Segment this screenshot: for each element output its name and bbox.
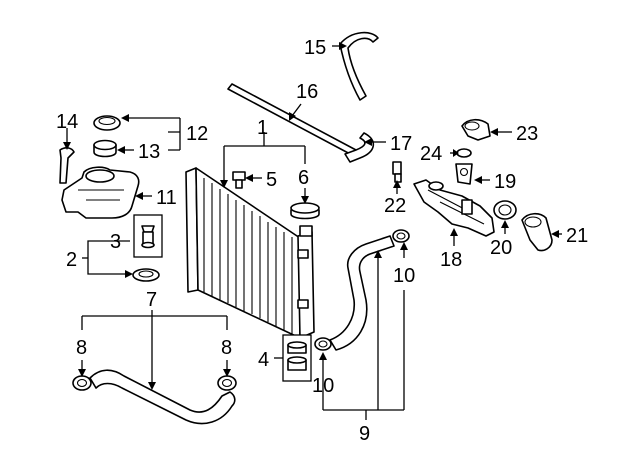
part-23-fitting — [461, 118, 491, 141]
part-6-radiator-cap — [290, 202, 320, 220]
part-7-lower-hose — [89, 369, 236, 425]
leader-lines — [63, 42, 562, 420]
callout-15: 15 — [304, 37, 326, 59]
part-14-pipe — [59, 147, 75, 184]
part-19-gasket — [455, 163, 473, 185]
part-18-thermostat-housing — [413, 179, 495, 237]
callout-3: 3 — [110, 231, 121, 253]
callout-23: 23 — [516, 123, 538, 145]
part-22-temp-sensor — [392, 161, 402, 183]
part-9-upper-hose — [329, 235, 395, 351]
part-15-upper-hose — [339, 31, 379, 101]
callout-10-lower: 10 — [312, 375, 334, 397]
part-10-hose-clamp-upper — [392, 229, 410, 243]
part-21-water-outlet — [521, 212, 553, 252]
part-8-hose-clamp-right — [217, 375, 237, 391]
callout-16: 16 — [296, 81, 318, 103]
callout-8-right: 8 — [221, 337, 232, 359]
part-13-cap-seal — [93, 139, 117, 158]
callout-13: 13 — [138, 141, 160, 163]
callout-4: 4 — [258, 349, 269, 371]
callout-5: 5 — [266, 169, 277, 191]
part-8-hose-clamp-left — [72, 375, 92, 391]
callout-12: 12 — [186, 123, 208, 145]
callout-20: 20 — [490, 237, 512, 259]
part-4-mount-box — [282, 334, 312, 382]
part-5-drain-plug — [232, 171, 246, 189]
callout-10-upper: 10 — [393, 265, 415, 287]
callout-24: 24 — [420, 143, 442, 165]
part-1-radiator — [185, 167, 315, 339]
callout-22: 22 — [384, 195, 406, 217]
part-12-reservoir-cap — [93, 115, 121, 131]
callout-8-left: 8 — [76, 337, 87, 359]
part-20-thermostat — [493, 200, 517, 220]
callout-11: 11 — [156, 187, 177, 209]
callout-17: 17 — [390, 133, 412, 155]
callout-numbers: 15 16 1 17 14 12 13 11 5 6 3 2 7 8 8 4 1… — [56, 37, 588, 445]
part-10-hose-clamp-lower — [314, 337, 332, 351]
callout-7: 7 — [146, 289, 157, 311]
part-16-seal-rod — [227, 83, 357, 156]
callout-6: 6 — [298, 167, 309, 189]
part-3-clip-box — [133, 214, 163, 258]
callout-1: 1 — [257, 117, 268, 139]
part-2-clamp — [132, 268, 160, 282]
part-24-o-ring — [456, 148, 472, 158]
callout-18: 18 — [440, 249, 462, 271]
callout-19: 19 — [494, 171, 516, 193]
callout-14: 14 — [56, 111, 78, 133]
callout-2: 2 — [66, 249, 77, 271]
callout-21: 21 — [566, 225, 588, 247]
callout-9: 9 — [359, 423, 370, 445]
part-11-coolant-reservoir — [61, 166, 140, 219]
